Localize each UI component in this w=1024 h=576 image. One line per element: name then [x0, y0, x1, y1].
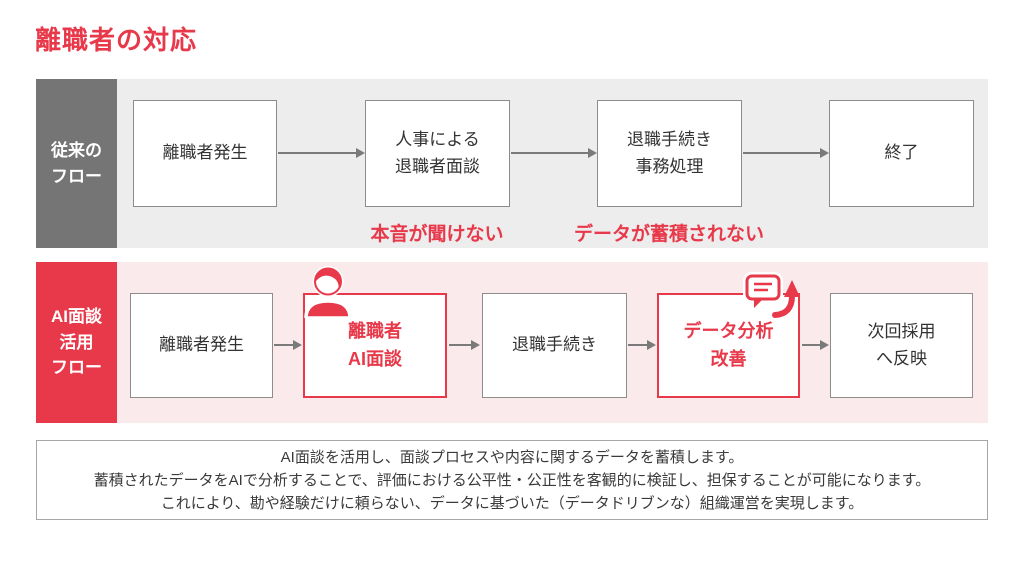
issue-no-data-accumulated: データが蓄積されない: [573, 224, 764, 245]
flow-arrow-icon: [274, 339, 302, 350]
ai-box-data-analysis: データ分析 改善: [657, 293, 800, 398]
flow-arrow-icon: [449, 339, 480, 350]
flow-arrow-icon: [628, 339, 656, 350]
traditional-box-hr-interview: 人事による 退職者面談: [365, 100, 510, 207]
traditional-box-departure: 離職者発生: [133, 100, 277, 207]
page-title: 離職者の対応: [35, 25, 198, 55]
speech-bubble-refresh-icon: [742, 272, 806, 319]
description-line: これにより、勘や経験だけに頼らない、データに基づいた（データドリブンな）組織運営…: [160, 494, 864, 512]
description-box: AI面談を活用し、面談プロセスや内容に関するデータを蓄積します。 蓄積されたデー…: [36, 440, 988, 520]
description-line: AI面談を活用し、面談プロセスや内容に関するデータを蓄積します。: [280, 448, 744, 466]
ai-box-departure: 離職者発生: [130, 293, 273, 398]
person-icon: [302, 264, 354, 320]
flow-arrow-icon: [511, 147, 597, 158]
description-line: 蓄積されたデータをAIで分析することで、評価における公平性・公正性を客観的に検証…: [93, 471, 931, 489]
issue-no-honest-feedback: 本音が聞けない: [370, 224, 504, 245]
traditional-flow-label: 従来の フロー: [36, 79, 117, 248]
ai-box-next-hiring: 次回採用 へ反映: [830, 293, 973, 398]
ai-flow-label: AI面談 活用 フロー: [36, 262, 117, 423]
traditional-box-paperwork: 退職手続き 事務処理: [597, 100, 742, 207]
ai-box-procedure: 退職手続き: [482, 293, 627, 398]
flow-arrow-icon: [278, 147, 365, 158]
flow-arrow-icon: [743, 147, 829, 158]
flow-arrow-icon: [802, 339, 829, 350]
traditional-box-end: 終了: [829, 100, 974, 207]
